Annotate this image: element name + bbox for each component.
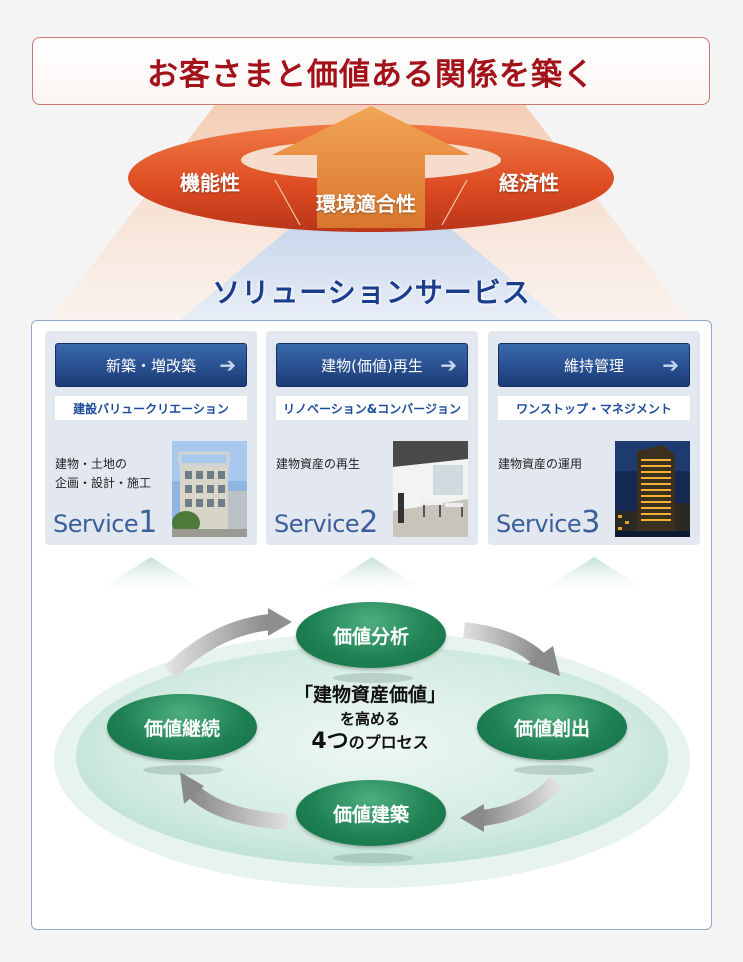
- blue-beam: [180, 220, 560, 320]
- renovated-interior-photo: [393, 441, 468, 537]
- renovation-button[interactable]: 建物(価値)再生 ➔: [276, 343, 468, 387]
- service-number: 2: [359, 505, 378, 540]
- button-label: 維持管理: [563, 356, 624, 375]
- service-label: Service3: [496, 505, 600, 540]
- service-number: 3: [581, 505, 600, 540]
- process-node-creation: 価値創出: [477, 694, 627, 760]
- service-description: 建物・土地の 企画・設計・施工: [55, 457, 152, 490]
- headline-text: お客さまと価値ある関係を築く: [147, 56, 595, 93]
- service-description: 建物資産の再生: [276, 457, 361, 471]
- service-label: Service1: [53, 505, 157, 540]
- service-card-3: 維持管理 ➔ ワンストップ・マネジメント 建物資産の運用 Service3: [488, 331, 700, 545]
- new-building-photo: [172, 441, 247, 537]
- arrow-right-icon: ➔: [219, 353, 236, 377]
- ring-label-environment: 環境適合性: [316, 192, 416, 216]
- process-node-analysis: 価値分析: [296, 602, 446, 668]
- button-label: 建物(価値)再生: [321, 356, 423, 375]
- headline-box: お客さまと価値ある関係を築く: [32, 37, 710, 105]
- tower-night-photo: [615, 441, 690, 537]
- maintenance-button[interactable]: 維持管理 ➔: [498, 343, 690, 387]
- ring-label-functionality: 機能性: [180, 171, 240, 195]
- button-label: 新築・増改築: [105, 356, 196, 375]
- center-number: 4つ: [311, 729, 349, 754]
- solution-services-title: ソリューションサービス: [212, 276, 531, 309]
- process-node-construction: 価値建築: [296, 780, 446, 846]
- service-subtitle: ワンストップ・マネジメント: [498, 396, 690, 420]
- process-center-text: 「建物資産価値」 を高める 4つのプロセス: [250, 682, 490, 755]
- ring-label-economy: 経済性: [499, 171, 559, 195]
- service-subtitle: 建設バリュークリエーション: [55, 396, 247, 420]
- service-description: 建物資産の運用: [498, 457, 583, 471]
- service-label: Service2: [274, 505, 378, 540]
- service-card-2: 建物(価値)再生 ➔ リノベーション&コンバージョン 建物資産の再生 Servi…: [266, 331, 478, 545]
- new-construction-button[interactable]: 新築・増改築 ➔: [55, 343, 247, 387]
- up-arrow: [272, 106, 470, 228]
- service-subtitle: リノベーション&コンバージョン: [276, 396, 468, 420]
- center-line-3: 4つのプロセス: [311, 729, 429, 754]
- center-line-1: 「建物資産価値」: [293, 684, 446, 706]
- service-card-1: 新築・増改築 ➔ 建設バリュークリエーション 建物・土地の 企画・設計・施工 S…: [45, 331, 257, 545]
- center-line-2: を高める: [339, 710, 400, 728]
- arrow-right-icon: ➔: [440, 353, 457, 377]
- process-node-continuation: 価値継続: [107, 694, 257, 760]
- arrow-right-icon: ➔: [662, 353, 679, 377]
- service-number: 1: [138, 505, 157, 540]
